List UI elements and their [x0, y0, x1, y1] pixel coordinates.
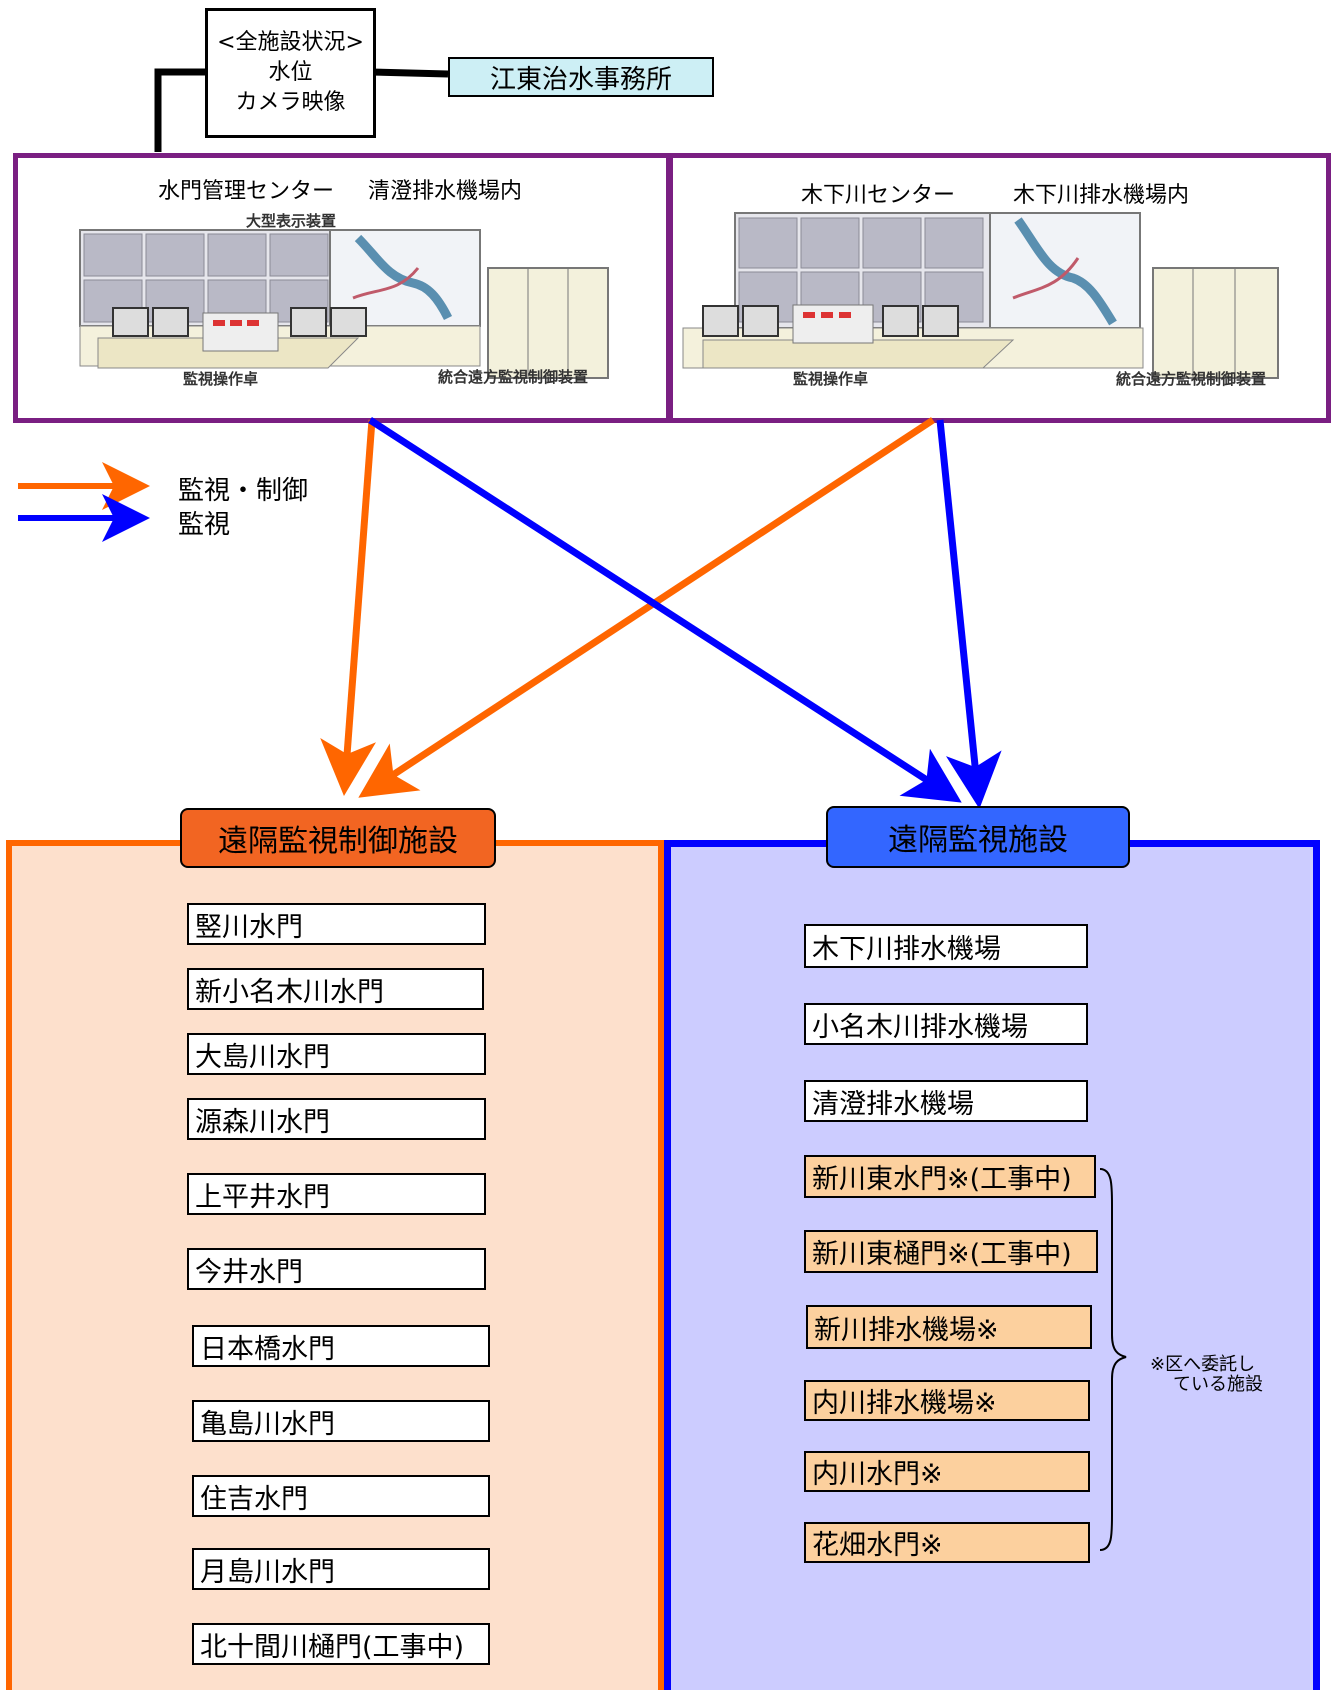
center1-title-right: 清澄排水機場内 — [368, 179, 523, 204]
facility-kitajukkengawa: 北十間川樋門(工事中) — [192, 1623, 490, 1665]
facility-kameshimagawa: 亀島川水門 — [192, 1400, 490, 1442]
flow-arrows — [18, 417, 1002, 809]
legend-control-label: 監視・制御 — [178, 476, 309, 506]
suimon-center-panel: 水門管理センター 清澄排水機場内 大型表示装置 監視操作卓 統合遠方監視制御装置 — [13, 153, 671, 423]
top-connectors — [154, 68, 449, 152]
facility-genmorigawa: 源森川水門 — [187, 1098, 486, 1140]
remote-control-header: 遠隔監視制御施設 — [180, 808, 496, 868]
facility-imai: 今井水門 — [187, 1248, 486, 1290]
facility-kamihirai: 上平井水門 — [187, 1173, 486, 1215]
facility-kinegawa-pump: 木下川排水機場 — [804, 924, 1088, 968]
consignment-note-line2: ている施設 — [1173, 1374, 1263, 1395]
arrow-suimon-to-control — [320, 419, 377, 796]
facility-status-box: <全施設状況> 水位 カメラ映像 — [205, 8, 376, 138]
facility-tsukishimagawa: 月島川水門 — [192, 1548, 490, 1590]
center2-desk-label: 監視操作卓 — [793, 370, 869, 388]
remote-monitor-header: 遠隔監視施設 — [826, 806, 1130, 868]
center2-title-left: 木下川センター — [801, 183, 956, 208]
status-line-2: 水位 — [268, 60, 313, 85]
kinegawa-center-panel: 木下川センター 木下川排水機場内 監視操作卓 統合遠方監視制御装置 — [668, 153, 1331, 423]
facility-oshimagawa: 大島川水門 — [187, 1033, 486, 1075]
center1-cabinet-label: 統合遠方監視制御装置 — [438, 368, 589, 386]
center1-title-left: 水門管理センター — [158, 179, 335, 204]
facility-onagigawa-pump: 小名木川排水機場 — [804, 1003, 1088, 1045]
center1-display-label: 大型表示装置 — [246, 212, 337, 230]
facility-nihonbashi: 日本橋水門 — [192, 1325, 490, 1367]
facility-hanahata-suimon: 花畑水門※ — [804, 1522, 1090, 1563]
facility-uchikawa-pump: 内川排水機場※ — [804, 1380, 1090, 1421]
arrow-kinegawa-to-monitor — [936, 419, 1002, 809]
consignment-note-line1: ※区へ委託し — [1150, 1354, 1256, 1375]
facility-shinkawa-higashi-himon: 新川東樋門※(工事中) — [804, 1230, 1098, 1273]
facility-tatekawa: 竪川水門 — [187, 903, 486, 945]
control-room-illustration-2 — [682, 212, 1279, 379]
facility-uchikawa-suimon: 内川水門※ — [804, 1451, 1090, 1492]
center2-title-right: 木下川排水機場内 — [1013, 183, 1190, 208]
legend-monitor-label: 監視 — [178, 510, 231, 540]
status-line-1: <全施設状況> — [217, 30, 364, 55]
koto-office-label: 江東治水事務所 — [448, 57, 714, 97]
arrow-suimon-to-monitor — [368, 417, 962, 803]
facility-shinkawa-pump: 新川排水機場※ — [806, 1305, 1092, 1349]
facility-shin-onagigawa: 新小名木川水門 — [187, 968, 484, 1010]
status-line-3: カメラ映像 — [235, 90, 346, 115]
center1-desk-label: 監視操作卓 — [183, 370, 259, 388]
facility-kiyosumi-pump: 清澄排水機場 — [804, 1080, 1088, 1122]
consignment-brace — [1099, 1168, 1127, 1551]
facility-shinkawa-higashi-suimon: 新川東水門※(工事中) — [804, 1155, 1096, 1198]
facility-sumiyoshi: 住吉水門 — [192, 1475, 490, 1517]
control-room-illustration-1 — [79, 229, 609, 379]
center2-cabinet-label: 統合遠方監視制御装置 — [1116, 370, 1267, 388]
